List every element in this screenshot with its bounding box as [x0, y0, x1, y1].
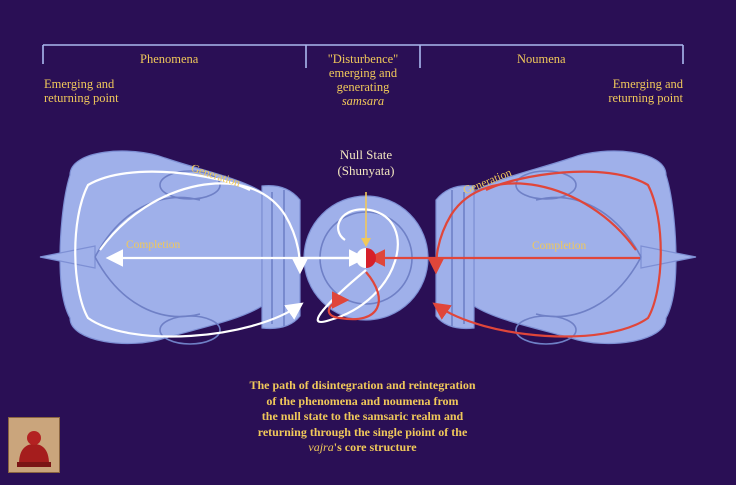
- phenomena-path: [74, 170, 399, 338]
- left-emerging-line-1: Emerging and: [44, 77, 115, 91]
- phenomena-label: Phenomena: [140, 52, 199, 66]
- caption-line-1: The path of disintegration and reintegra…: [249, 378, 476, 392]
- left-completion-label: Completion: [126, 239, 181, 251]
- noumena-label: Noumena: [517, 52, 566, 66]
- null-state-point: [356, 192, 376, 268]
- null-state-label: Null State (Shunyata): [318, 147, 414, 179]
- left-emerging-point-label: Emerging and returning point: [44, 77, 119, 105]
- null-state-line-1: Null State: [339, 147, 393, 162]
- caption-line-2: of the phenomena and noumena from: [266, 393, 459, 408]
- noumena-path: [327, 170, 662, 338]
- right-emerging-line-1: Emerging and: [612, 77, 683, 91]
- header-bracket: [42, 44, 684, 68]
- right-emerging-line-2: returning point: [608, 91, 683, 105]
- left-emerging-line-2: returning point: [44, 91, 119, 105]
- disturbance-line-1: "Disturbence": [327, 52, 399, 66]
- caption: The path of disintegration and reintegra…: [190, 378, 535, 456]
- disturbance-label: "Disturbence" emerging and generating sa…: [318, 52, 408, 108]
- right-emerging-point-label: Emerging and returning point: [589, 77, 683, 105]
- deity-thumbnail-icon[interactable]: [8, 417, 60, 473]
- caption-line-5-rest: 's core structure: [333, 440, 417, 454]
- caption-line-5: vajra's core structure: [190, 440, 535, 456]
- disturbance-line-3: generating: [336, 80, 390, 94]
- null-state-line-2: (Shunyata): [337, 163, 395, 178]
- caption-line-4: returning through the single pioint of t…: [257, 424, 468, 439]
- caption-line-3: the null state to the samsaric realm and: [261, 409, 464, 423]
- disturbance-line-4: samsara: [341, 94, 385, 108]
- right-completion-label: Completion: [532, 240, 587, 252]
- caption-vajra-word: vajra: [308, 440, 334, 454]
- disturbance-line-2: emerging and: [328, 66, 398, 80]
- vajra-body: [39, 150, 697, 345]
